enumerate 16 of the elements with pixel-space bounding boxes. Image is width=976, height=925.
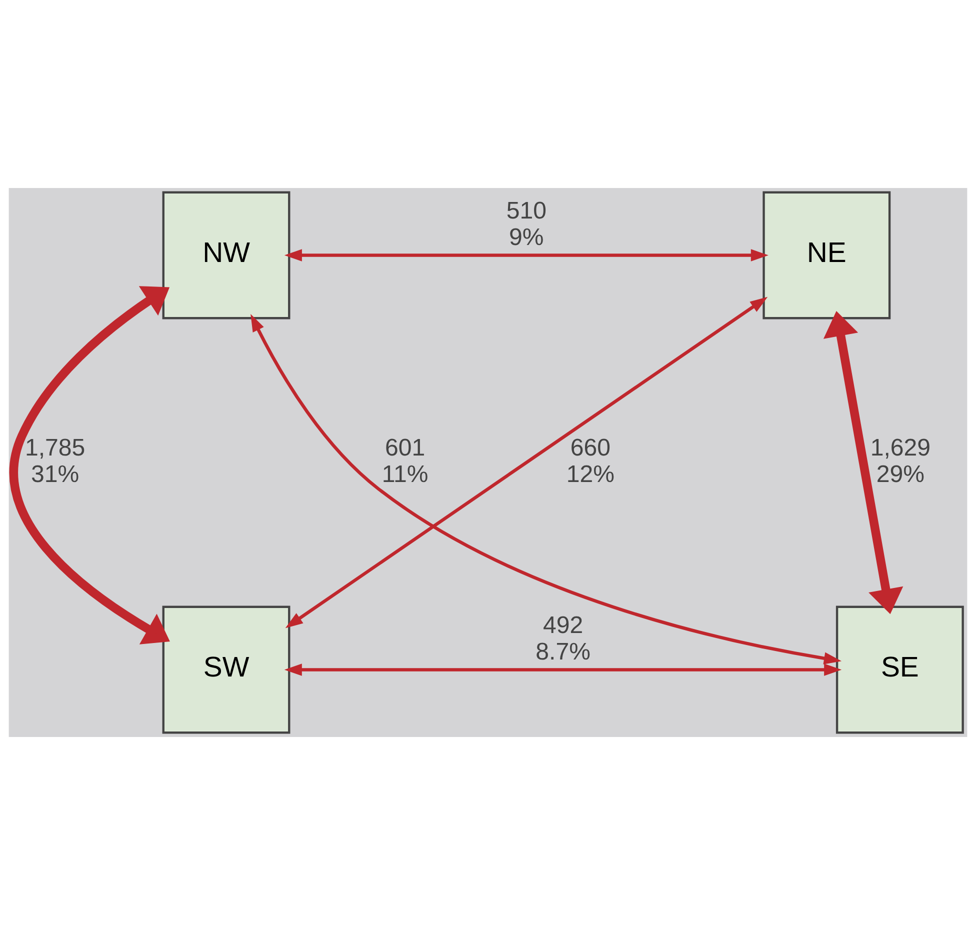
arrow: [284, 249, 768, 262]
edge-label: 492 8.7%: [536, 612, 590, 666]
edge-label: 601 11%: [382, 434, 428, 488]
arrow: [10, 286, 170, 644]
edge-label: 660 12%: [566, 434, 615, 488]
arrow: [250, 314, 842, 664]
arrow: [284, 664, 842, 676]
edge-label: 510 9%: [506, 198, 547, 251]
node-box: SE: [836, 606, 964, 734]
arrow: [285, 296, 768, 628]
node-box: SW: [162, 606, 290, 734]
edge-label: 1,629 29%: [870, 434, 931, 488]
node-box: NW: [162, 191, 290, 320]
arrow: [823, 311, 904, 614]
edge-label: 1,785 31%: [25, 434, 86, 488]
node-box: NE: [762, 191, 891, 320]
